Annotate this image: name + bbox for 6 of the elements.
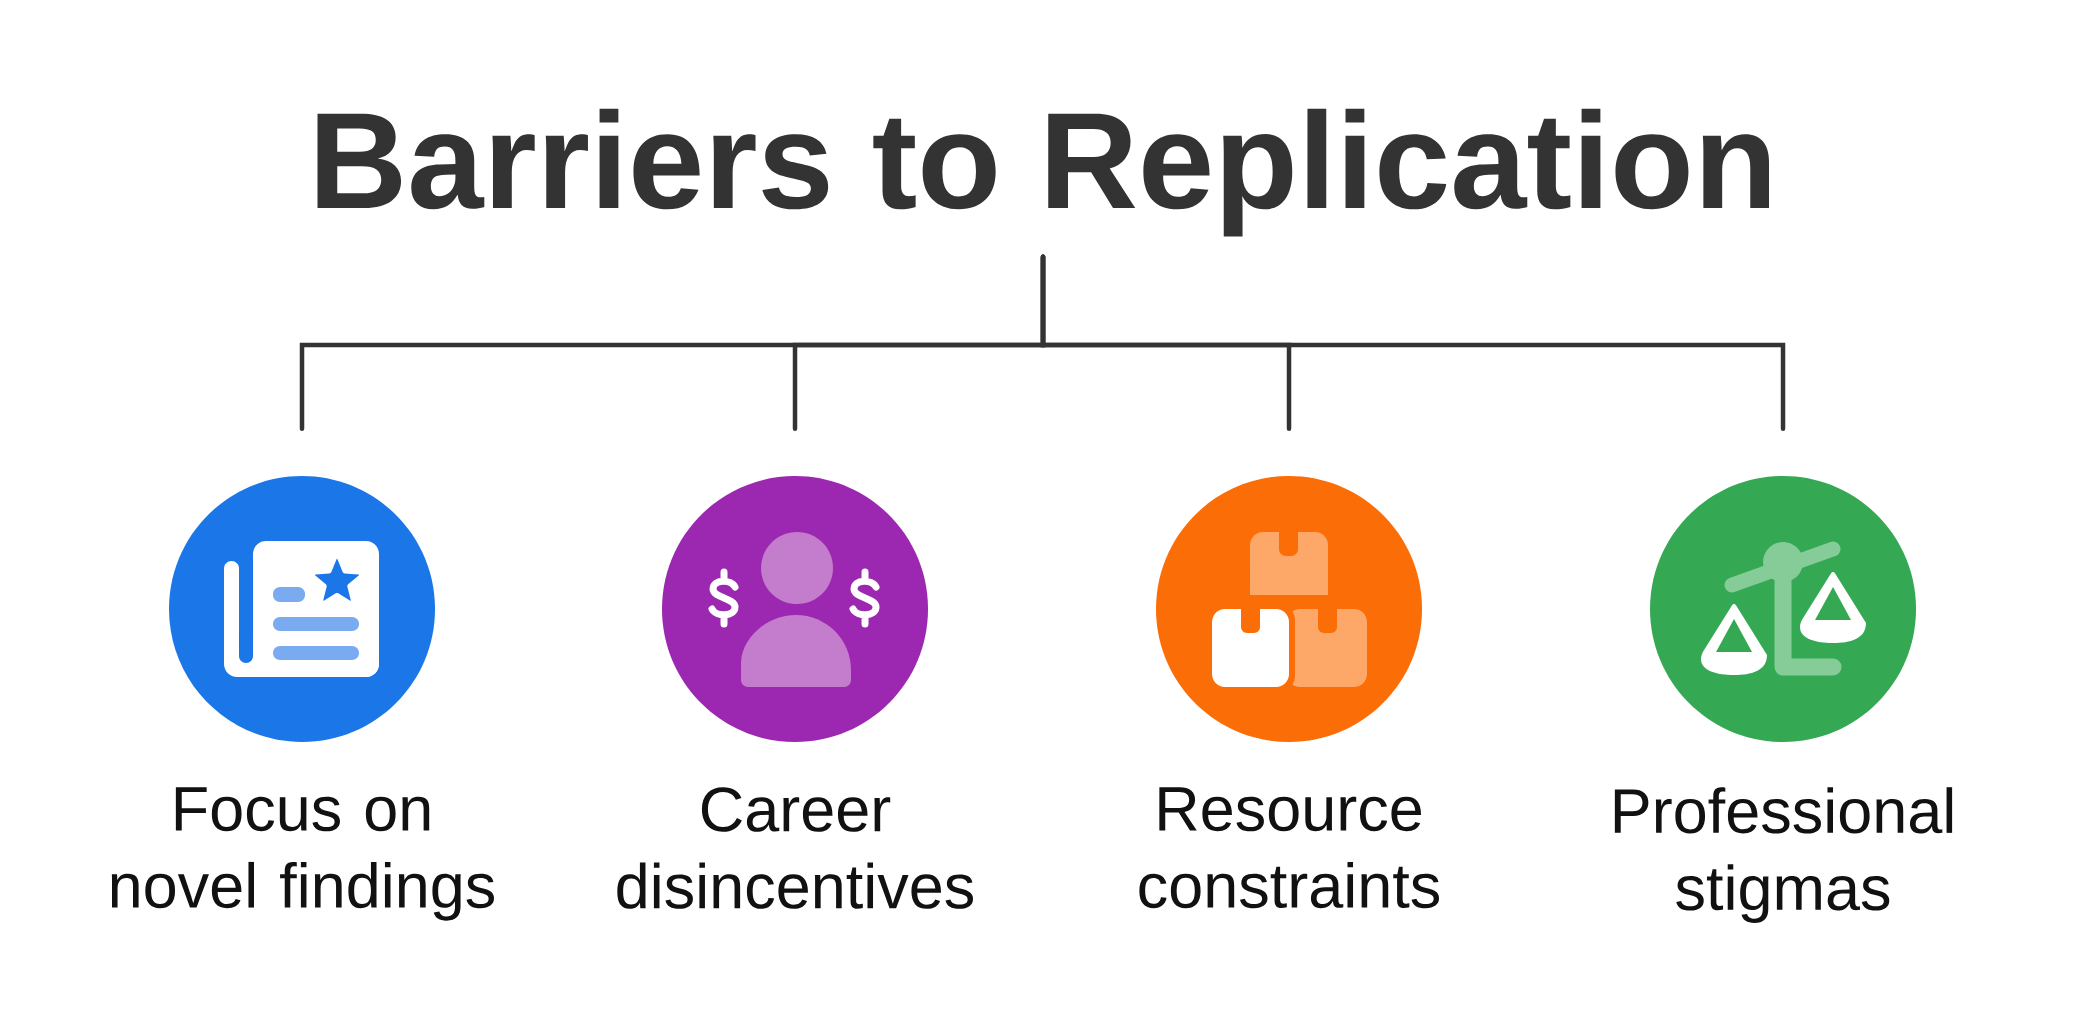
title: Barriers to Replication bbox=[317, 108, 1769, 237]
category-label: Resource constraints bbox=[1139, 787, 1439, 909]
category-label: Career disincentives bbox=[617, 787, 973, 909]
connector-line bbox=[1040, 254, 1786, 432]
category-label: Focus on novel findings bbox=[111, 787, 494, 921]
category-label: Professional stigmas bbox=[1614, 787, 1953, 923]
